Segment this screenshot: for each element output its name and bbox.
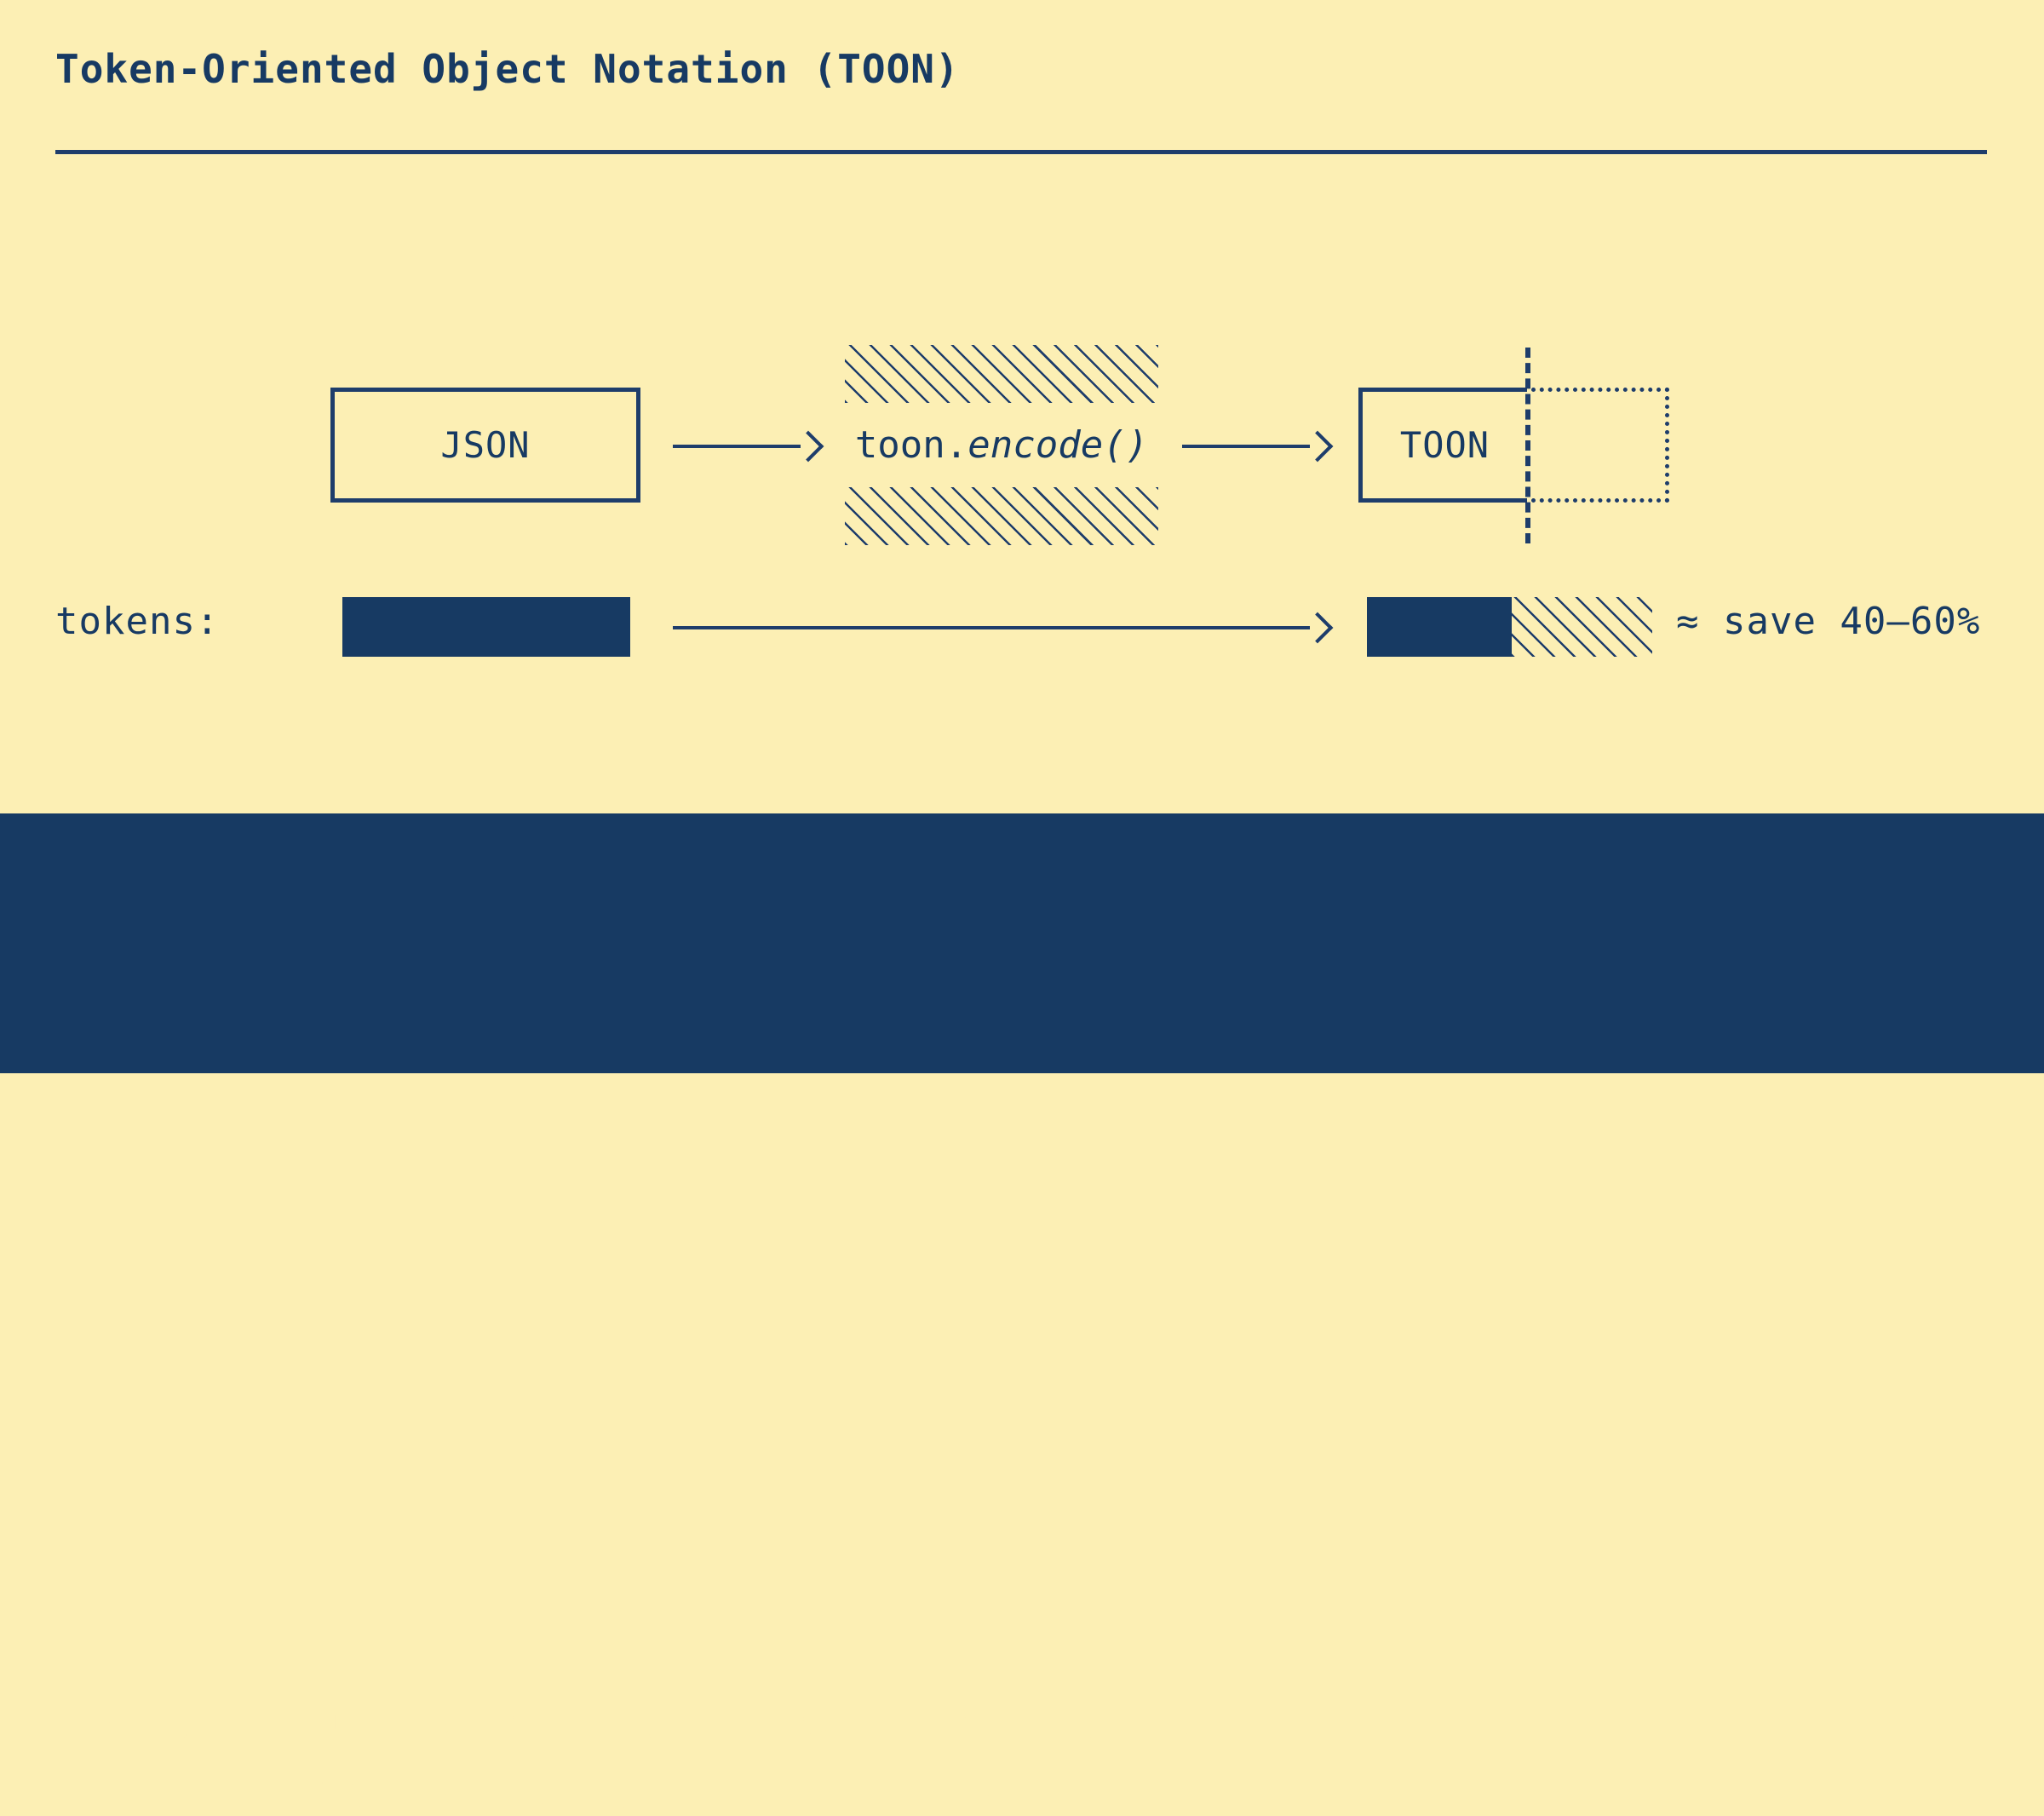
arrow-right-glyph: → xyxy=(431,1708,451,1745)
sample-code: { "tags": ["jazz", "chill", "lofi"] } xyxy=(502,1704,1331,1746)
arrow-shaft xyxy=(1182,445,1310,448)
json-box-label: JSON xyxy=(440,423,531,466)
arrow-shaft xyxy=(673,626,1310,629)
arrow-right-icon xyxy=(673,610,1334,644)
arrow-right-icon xyxy=(1182,428,1334,463)
tokens-bar-json xyxy=(342,597,630,657)
json-source-box[interactable]: JSON xyxy=(330,388,640,503)
poster-canvas: Token-Oriented Object Notation (TOON) JS… xyxy=(0,46,2044,1813)
encode-transform: toon.encode() xyxy=(845,345,1158,545)
tokens-bar-toon-saved xyxy=(1512,597,1652,657)
toon-box-solid-part: TOON xyxy=(1358,388,1527,503)
hatch-band-bottom xyxy=(845,487,1158,545)
arrow-right-glyph: → xyxy=(431,1778,451,1815)
title-divider xyxy=(55,150,1987,154)
toon-box-label: TOON xyxy=(1399,423,1490,466)
encode-label: toon.encode() xyxy=(845,403,1158,487)
toon-target-box[interactable]: TOON xyxy=(1358,348,1674,543)
sample-code: tags[3]: jazz,chill,lofi xyxy=(502,1774,1040,1816)
toon-box-dotted-part xyxy=(1531,388,1669,503)
sample-format-label: TOON xyxy=(322,1774,412,1816)
sample-row: JSON→{ "tags": ["jazz", "chill", "lofi"]… xyxy=(322,1708,1331,1744)
arrow-head xyxy=(792,430,824,463)
arrow-head xyxy=(1301,430,1334,463)
sample-panel: sample: JSON→{ "tags": ["jazz", "chill",… xyxy=(0,813,2044,1813)
sample-format-label: JSON xyxy=(322,1704,412,1746)
arrow-shaft xyxy=(673,445,801,448)
page-title: Token-Oriented Object Notation (TOON) xyxy=(55,46,960,92)
savings-annotation: ≈ save 40–60% xyxy=(1676,600,1981,643)
sample-row: TOON→tags[3]: jazz,chill,lofi xyxy=(322,1778,1040,1813)
sample-label: sample: xyxy=(55,1704,213,1746)
encode-prefix: toon. xyxy=(854,422,968,467)
tokens-bar-toon-used xyxy=(1367,597,1512,657)
toon-box-divider xyxy=(1525,348,1530,543)
arrow-right-icon xyxy=(673,428,824,463)
encode-call: encode() xyxy=(967,422,1149,467)
tokens-label: tokens: xyxy=(55,600,220,643)
arrow-head xyxy=(1301,612,1334,644)
hatch-band-top xyxy=(845,345,1158,403)
